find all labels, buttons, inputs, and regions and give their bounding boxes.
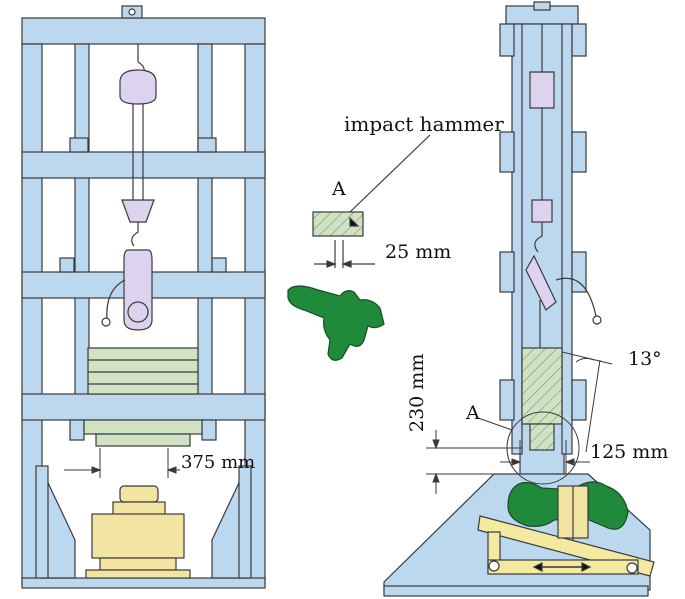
dimension-230 — [426, 430, 522, 494]
drop-weight — [83, 347, 203, 447]
section-a-label-left: A — [332, 178, 346, 200]
tilted-support-plate — [477, 515, 655, 577]
dim-230-label: 230 mm — [406, 353, 428, 432]
dim-125-label: 125 mm — [590, 441, 669, 463]
angle-13 — [561, 351, 613, 453]
dimension-375 — [64, 448, 180, 478]
impact-hammer-label: impact hammer — [344, 112, 504, 136]
specimen-front — [85, 485, 191, 579]
fastener-clip-side — [287, 285, 385, 361]
dim-375-label: 375 mm — [181, 452, 256, 473]
hoist-pulley-icon — [101, 44, 157, 331]
section-a-label-right: A — [466, 402, 480, 424]
side-view-hammer-assembly — [521, 24, 602, 451]
dim-25-label: 25 mm — [385, 241, 452, 263]
dimension-125 — [500, 440, 590, 474]
angle-13-label: 13° — [628, 348, 662, 370]
clip-center-block — [557, 485, 589, 540]
top-shackle-icon — [121, 5, 143, 19]
impact-hammer-section — [312, 134, 431, 268]
